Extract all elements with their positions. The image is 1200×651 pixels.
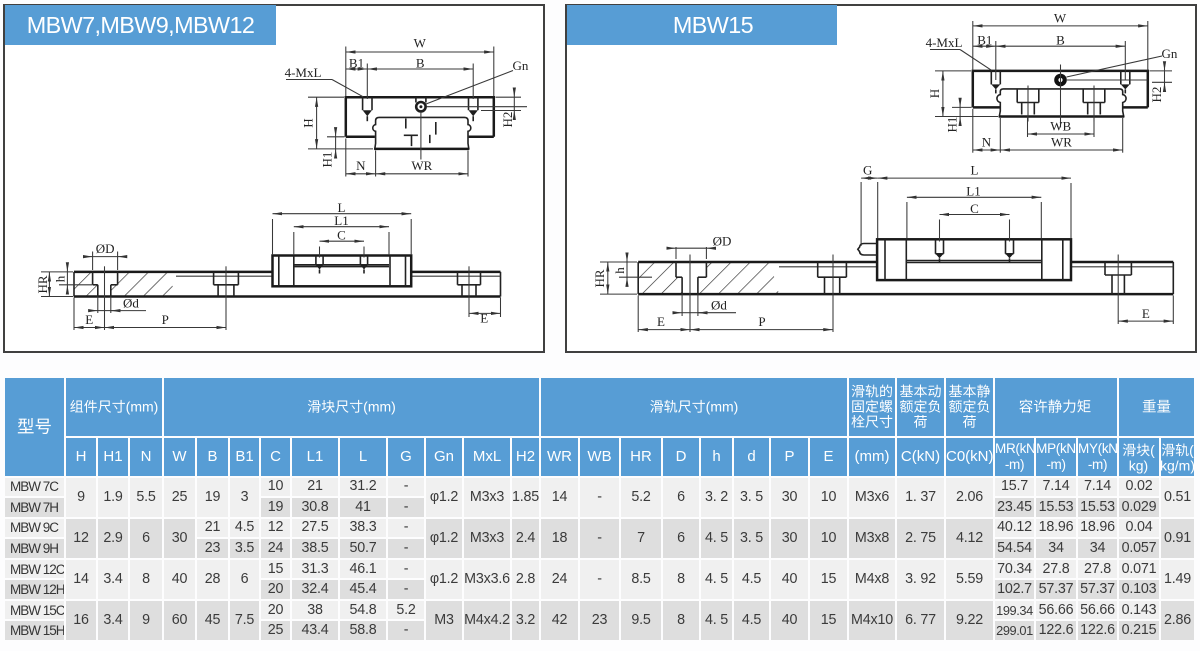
svg-text:ØD: ØD: [96, 241, 115, 256]
svg-text:HR: HR: [592, 269, 607, 287]
svg-text:Gn: Gn: [1162, 46, 1178, 61]
svg-text:H: H: [927, 89, 942, 98]
svg-text:W: W: [1054, 10, 1067, 25]
svg-text:P: P: [758, 314, 765, 329]
svg-text:WR: WR: [1051, 135, 1072, 150]
svg-text:ØD: ØD: [713, 233, 732, 248]
svg-text:WB: WB: [1050, 119, 1071, 134]
svg-text:4-MxL: 4-MxL: [285, 65, 322, 80]
svg-text:h: h: [612, 267, 627, 274]
svg-text:N: N: [982, 135, 992, 150]
svg-text:H2: H2: [500, 112, 515, 128]
svg-text:C: C: [337, 228, 346, 243]
svg-text:E: E: [85, 312, 93, 327]
svg-text:E: E: [480, 311, 488, 326]
svg-text:B: B: [416, 55, 425, 70]
svg-text:H1: H1: [945, 117, 960, 133]
svg-text:W: W: [414, 35, 427, 50]
svg-text:B1: B1: [349, 55, 364, 70]
svg-text:Ød: Ød: [711, 298, 727, 313]
svg-text:4-MxL: 4-MxL: [926, 35, 963, 50]
svg-text:(mm): (mm): [126, 399, 159, 415]
svg-text:B1: B1: [977, 33, 992, 48]
svg-text:Gn: Gn: [513, 58, 529, 73]
svg-text:H2: H2: [1149, 87, 1164, 103]
svg-text:WR: WR: [411, 158, 432, 173]
svg-text:E: E: [657, 314, 665, 329]
svg-text:Ød: Ød: [123, 296, 139, 311]
svg-text:h: h: [53, 275, 68, 282]
svg-text:(: (: [1150, 442, 1155, 458]
svg-text:C: C: [970, 201, 979, 216]
svg-text:HR: HR: [35, 275, 50, 293]
svg-text:G: G: [863, 163, 872, 178]
svg-text:L: L: [338, 200, 346, 215]
svg-text:L: L: [971, 163, 979, 178]
svg-text:(: (: [1189, 442, 1194, 458]
svg-text:B: B: [1056, 33, 1065, 48]
svg-text:E: E: [1142, 306, 1150, 321]
svg-text:(mm): (mm): [363, 399, 396, 415]
svg-text:L1: L1: [966, 184, 980, 199]
svg-text:L1: L1: [334, 213, 348, 228]
svg-text:(mm): (mm): [706, 399, 739, 415]
svg-text:H1: H1: [320, 152, 335, 168]
svg-text:P: P: [162, 312, 169, 327]
svg-text:H: H: [301, 118, 316, 127]
svg-text:kg): kg): [1129, 458, 1148, 474]
svg-text:kg/m): kg/m): [1160, 458, 1195, 474]
svg-text:N: N: [356, 158, 366, 173]
